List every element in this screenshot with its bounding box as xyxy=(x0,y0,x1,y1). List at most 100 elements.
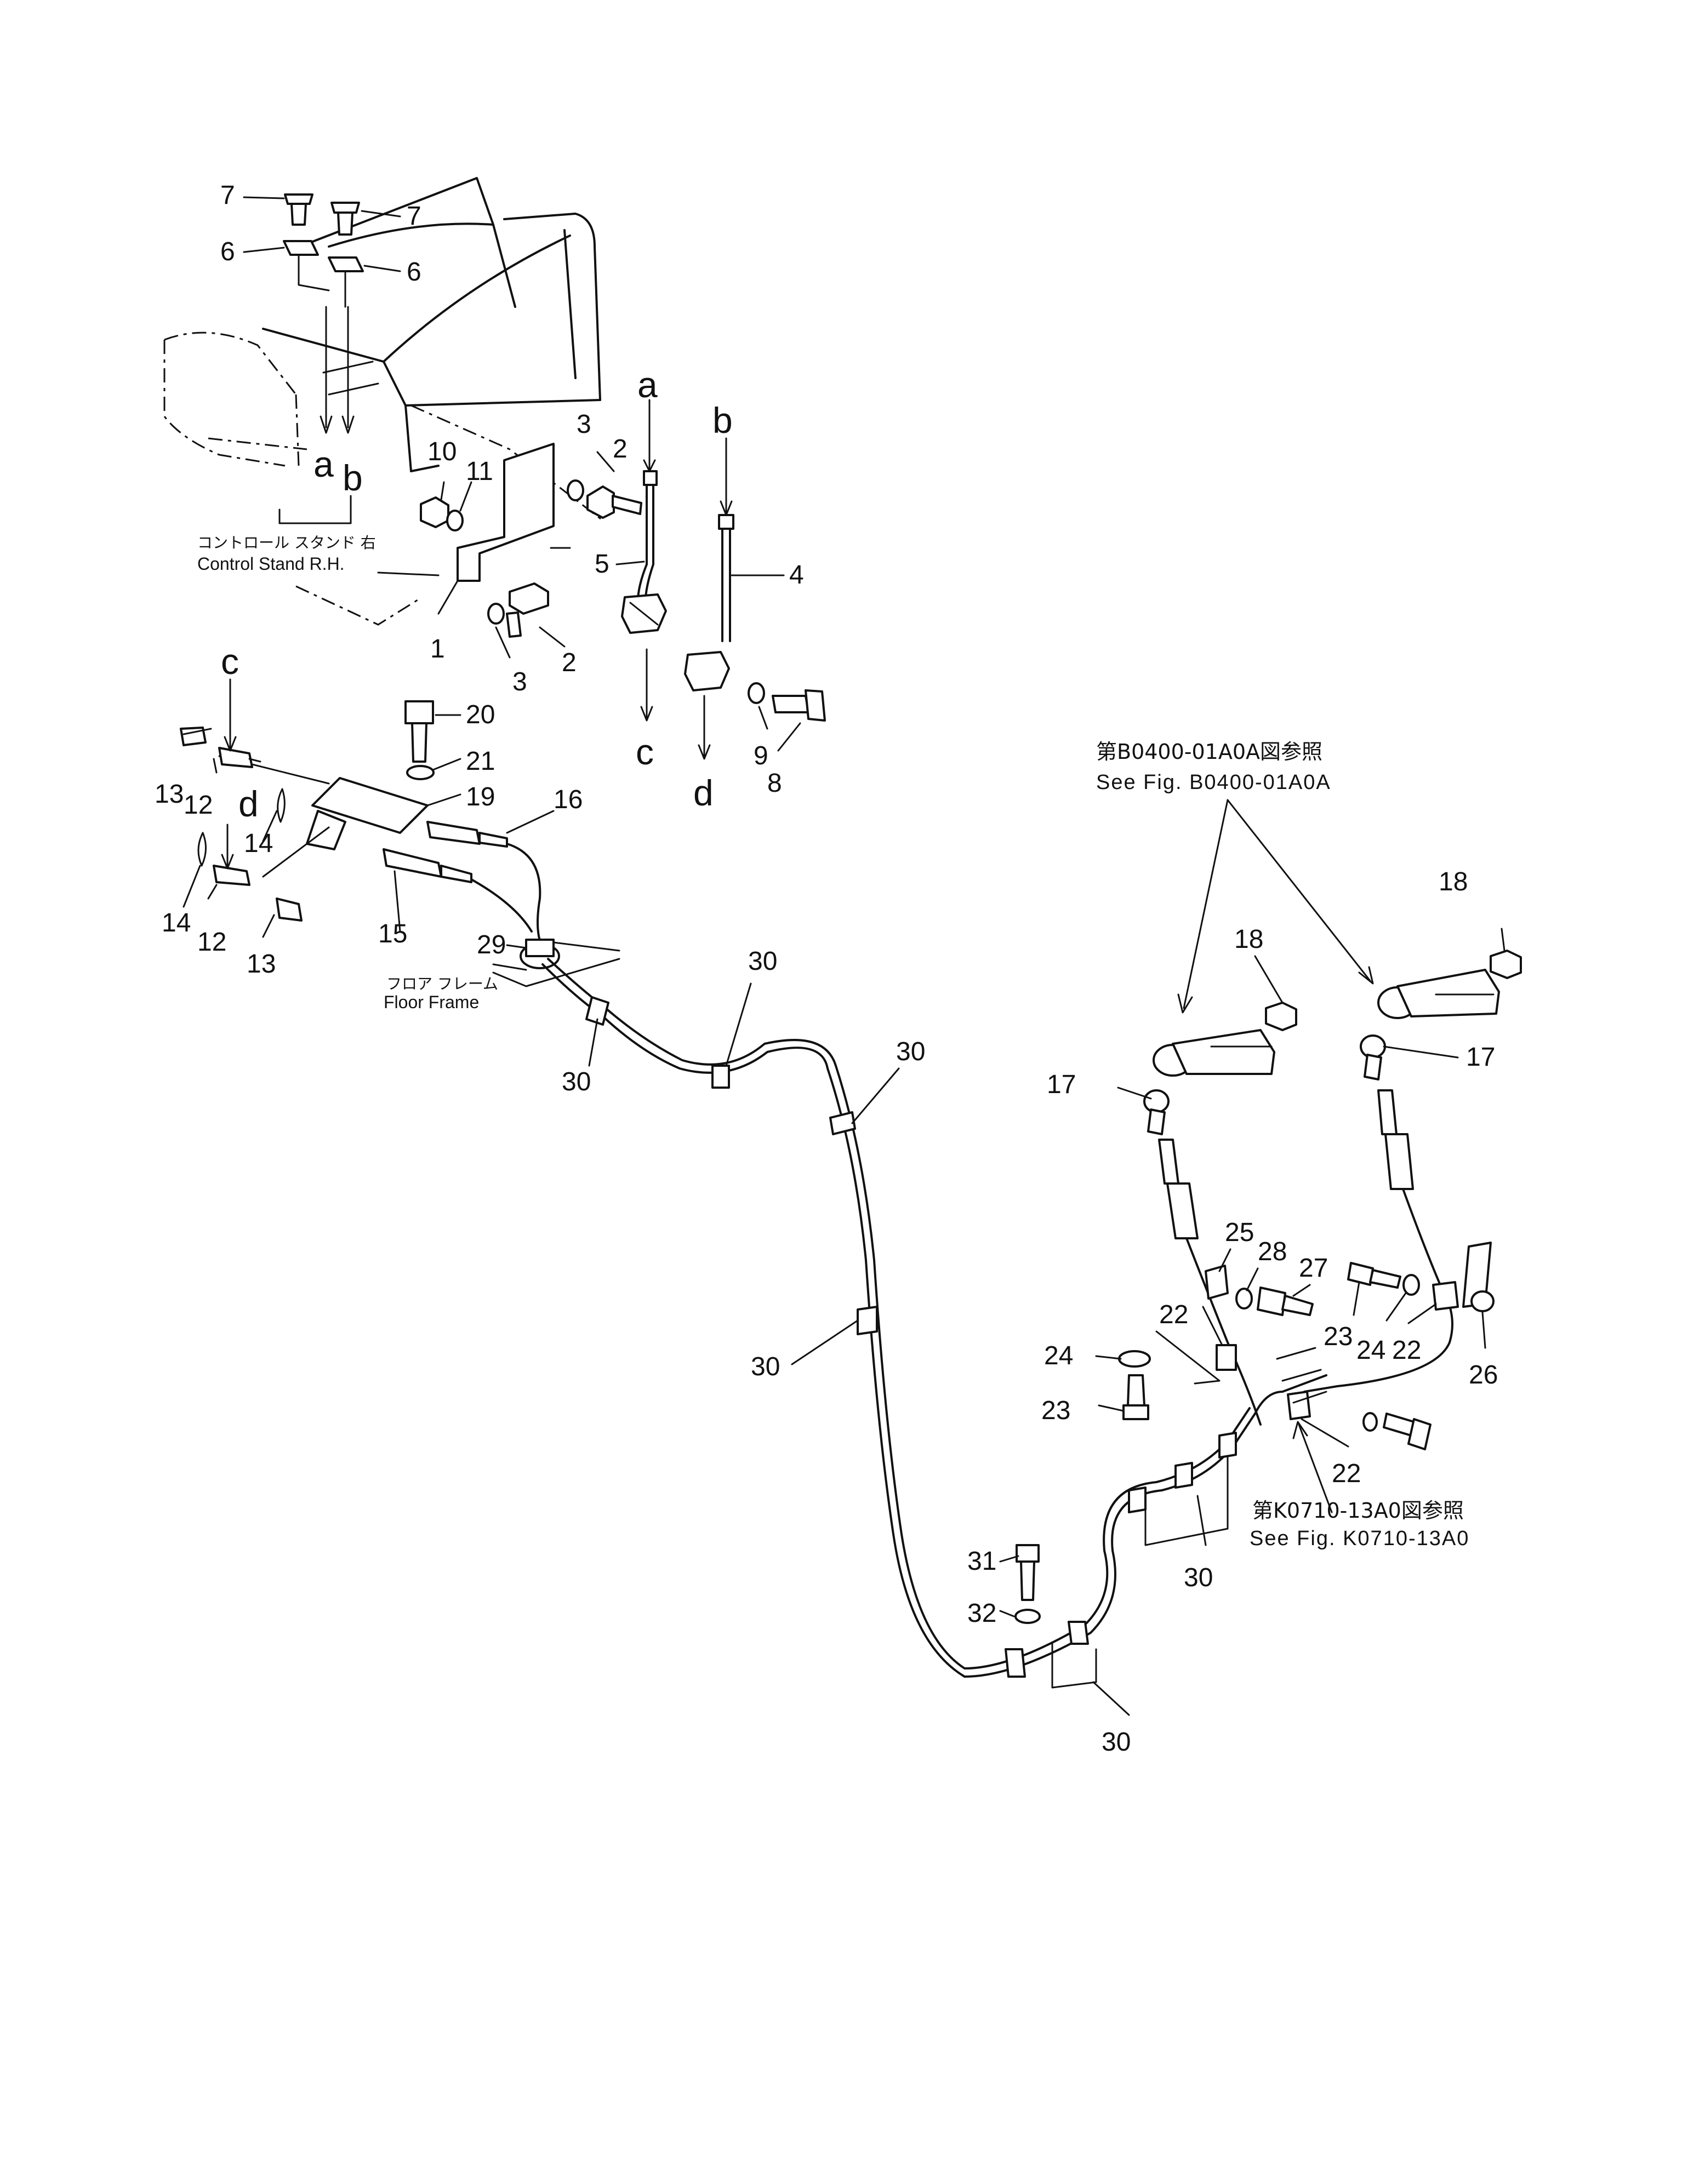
leaders-top-left xyxy=(243,196,440,576)
label-2-lower: 2 xyxy=(562,648,577,677)
label-27: 27 xyxy=(1299,1254,1328,1283)
label-1: 1 xyxy=(430,634,445,664)
label-32: 32 xyxy=(967,1599,996,1628)
label-22-upper: 22 xyxy=(1159,1300,1188,1329)
label-30-e: 30 xyxy=(1184,1563,1213,1592)
clamps-30 xyxy=(585,996,1237,1678)
bolt-23-lower xyxy=(1122,1374,1149,1420)
floor-frame xyxy=(492,941,620,987)
nut-10 xyxy=(420,496,449,528)
view-c-top: c xyxy=(221,641,239,682)
caption-floor-frame-en: Floor Frame xyxy=(384,992,479,1012)
plate-6-right xyxy=(328,256,364,308)
label-13-upper: 13 xyxy=(155,780,184,809)
leaders-30 xyxy=(588,982,1207,1716)
label-7-right: 7 xyxy=(407,202,421,231)
joint-17-left xyxy=(1143,1089,1170,1135)
view-d-left: d xyxy=(238,784,259,824)
cable-end-16 xyxy=(426,821,508,848)
label-23-lower: 23 xyxy=(1041,1396,1070,1425)
label-16: 16 xyxy=(554,785,583,814)
bolt-2-upper xyxy=(586,485,642,519)
bracket-26 xyxy=(1462,1242,1495,1312)
view-d-low: d xyxy=(693,773,714,813)
label-17-left: 17 xyxy=(1047,1070,1076,1099)
label-28: 28 xyxy=(1258,1237,1287,1266)
bolt-20 xyxy=(404,700,434,763)
bolt-7-right xyxy=(330,202,360,236)
arrow-c-lower xyxy=(224,678,237,752)
label-18-right: 18 xyxy=(1439,867,1468,896)
bolt-7-left xyxy=(284,193,313,226)
label-15: 15 xyxy=(378,919,407,948)
label-29: 29 xyxy=(477,930,506,959)
control-stand-housing xyxy=(163,177,603,626)
label-11: 11 xyxy=(466,457,493,486)
washer-21 xyxy=(406,765,435,780)
washer-11 xyxy=(446,510,464,531)
pin-13-upper xyxy=(180,727,207,746)
label-6-left: 6 xyxy=(220,237,235,266)
label-5: 5 xyxy=(595,550,609,579)
cable-end-right xyxy=(1377,1089,1414,1190)
label-19: 19 xyxy=(466,782,495,811)
label-2-upper: 2 xyxy=(613,434,628,464)
leaders-lever xyxy=(440,451,801,752)
label-24-lower: 24 xyxy=(1044,1341,1073,1370)
label-12-lower: 12 xyxy=(197,928,226,957)
label-30-f: 30 xyxy=(1102,1728,1131,1757)
clevis-12-lower xyxy=(213,865,250,886)
cable-end-left xyxy=(1158,1139,1199,1239)
bolt-31 xyxy=(1016,1544,1040,1601)
plate-6-left xyxy=(283,240,330,291)
bolt-lower-right xyxy=(1383,1413,1432,1450)
label-9: 9 xyxy=(754,741,768,770)
bolt-27 xyxy=(1257,1287,1314,1316)
ref-arrows xyxy=(1177,799,1374,1513)
arrow-b-down xyxy=(341,306,355,434)
label-7-left: 7 xyxy=(220,181,235,210)
bolt-23-upper xyxy=(1347,1262,1401,1289)
figure-references: 第B0400-01A0A図参照 See Fig. B0400-01A0A 第K0… xyxy=(1096,740,1468,1550)
joint-17-right xyxy=(1360,1034,1386,1080)
lever-block-lower xyxy=(684,651,730,691)
rod-4 xyxy=(718,514,734,642)
clamp-22-lower xyxy=(1287,1391,1311,1420)
label-30-c: 30 xyxy=(896,1037,925,1066)
label-14-upper: 14 xyxy=(244,829,273,858)
lever-right-right-side xyxy=(1377,969,1500,1019)
view-a-low: a xyxy=(313,444,334,484)
label-22-lower: 22 xyxy=(1332,1459,1361,1488)
arrow-d-down xyxy=(698,695,711,760)
grommet-29 xyxy=(520,939,560,969)
lever-left-right-side xyxy=(1153,1029,1275,1077)
label-17-right: 17 xyxy=(1466,1043,1495,1072)
label-30-d: 30 xyxy=(751,1352,780,1381)
part-labels: 7 7 6 6 10 11 3 2 5 4 1 2 3 9 8 20 21 19… xyxy=(155,181,1498,1757)
bracket-1 xyxy=(437,443,555,615)
clevis-12-upper xyxy=(218,747,261,768)
caption-control-stand-en: Control Stand R.H. xyxy=(197,554,345,574)
leaders-lower-left xyxy=(183,714,555,949)
label-21: 21 xyxy=(466,747,495,776)
washer-3-lower xyxy=(487,603,505,625)
label-4: 4 xyxy=(789,561,804,590)
label-30-b: 30 xyxy=(562,1067,591,1096)
label-30-a: 30 xyxy=(748,947,777,976)
washer-3-upper xyxy=(567,479,584,501)
nut-18-right xyxy=(1490,950,1522,979)
leaders-right xyxy=(1095,928,1505,1448)
label-13-lower: 13 xyxy=(247,950,276,979)
arrow-a-upper xyxy=(643,399,656,472)
view-c-low: c xyxy=(636,731,654,772)
label-23-upper: 23 xyxy=(1324,1322,1353,1351)
label-8: 8 xyxy=(767,769,782,798)
label-20: 20 xyxy=(466,700,495,729)
cable-right-right xyxy=(1303,1188,1453,1393)
arrow-d-lower xyxy=(221,824,234,870)
label-14-lower: 14 xyxy=(162,908,191,937)
label-25: 25 xyxy=(1225,1218,1254,1247)
cable-15 xyxy=(470,878,533,933)
washer-9 xyxy=(748,682,765,704)
